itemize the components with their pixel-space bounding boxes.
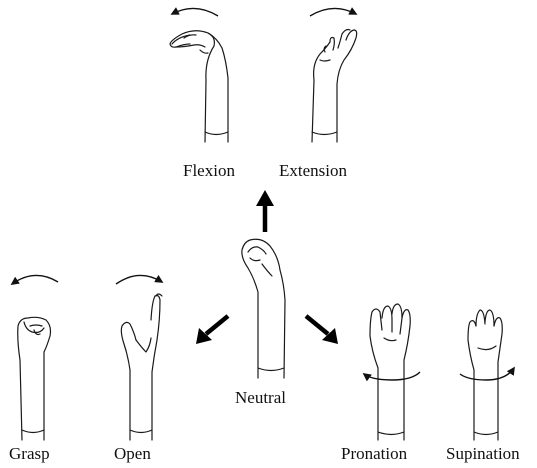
neutral-label: Neutral (235, 389, 286, 406)
pronation-rotation-arrow (364, 372, 420, 380)
flexion-rotation-arrow (172, 8, 218, 16)
down-left-arrow (196, 316, 228, 344)
grasp-label: Grasp (9, 445, 50, 462)
flexion-hand-illustration (170, 31, 228, 142)
down-right-arrow (306, 316, 338, 344)
flexion-label: Flexion (183, 162, 235, 179)
grasp-rotation-arrow (12, 275, 58, 284)
supination-label: Supination (446, 445, 520, 462)
pronation-label: Pronation (341, 445, 407, 462)
pronation-hand-illustration (370, 304, 410, 440)
open-hand-illustration (121, 294, 162, 440)
supination-hand-illustration (468, 310, 502, 440)
extension-hand-illustration (312, 30, 357, 143)
open-rotation-arrow (116, 275, 162, 284)
open-label: Open (114, 445, 151, 462)
grasp-hand-illustration (18, 317, 51, 440)
up-arrow (256, 190, 274, 232)
neutral-hand-illustration (242, 239, 285, 378)
extension-label: Extension (279, 162, 347, 179)
extension-rotation-arrow (310, 8, 356, 16)
supination-rotation-arrow (460, 368, 514, 380)
